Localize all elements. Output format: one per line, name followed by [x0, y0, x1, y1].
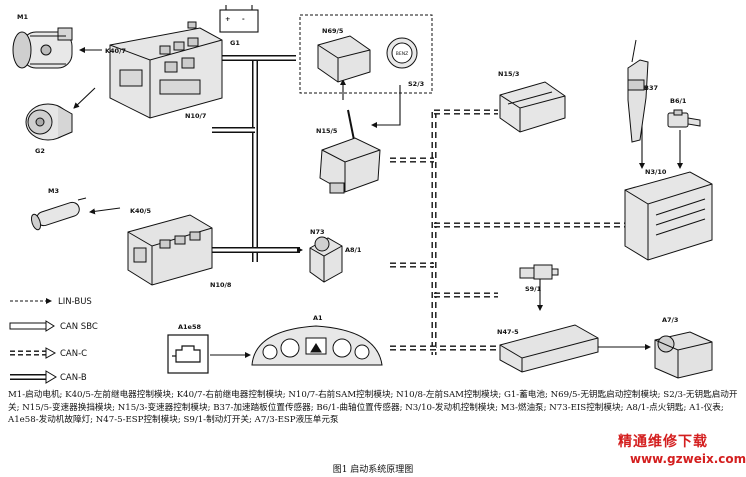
label-g1: G1	[230, 39, 240, 47]
g1-battery	[219, 5, 259, 33]
a1e58-engine-warning-lamp	[167, 334, 209, 374]
can-b-bus-lines	[212, 55, 300, 262]
label-b37: B37	[644, 84, 658, 92]
label-n3-10: N3/10	[645, 168, 667, 176]
legend-label-lin-bus: LIN-BUS	[58, 297, 92, 307]
label-n69-5: N69/5	[322, 27, 344, 35]
a1-instrument-cluster	[251, 325, 383, 366]
watermark-name: 精通维修下载	[618, 434, 708, 450]
s9-1-brake-light-switch	[519, 264, 559, 280]
label-a7-3: A7/3	[662, 316, 678, 324]
label-a1: A1	[313, 314, 323, 322]
key-logo-text: BENZ	[396, 51, 408, 57]
label-b6-1: B6/1	[670, 97, 687, 105]
label-n10-7: N10/7	[185, 112, 206, 120]
legend-lin-bus: LIN-BUS	[10, 297, 92, 307]
label-a8-1: A8/1	[345, 246, 362, 254]
legend-can-b: CAN-B	[10, 370, 87, 384]
k40-7-relay-module	[109, 21, 223, 119]
n15-3-transmission-module	[499, 81, 566, 133]
label-n47-5: N47-5	[497, 328, 519, 336]
b6-1-crankshaft-position-sensor	[667, 109, 701, 128]
legend-can-c: CAN-C	[10, 347, 87, 359]
s2-3-keyless-start-switch	[386, 37, 418, 69]
g1-plus: +	[225, 15, 230, 23]
figure-caption: M1-启动电机; K40/5-左前继电器控制模块; K40/7-右前继电器控制模…	[8, 390, 738, 426]
g1-minus: -	[242, 15, 245, 23]
n15-5-gear-shift-module	[319, 109, 381, 194]
m1-starter-motor	[12, 27, 73, 69]
label-g2: G2	[35, 147, 45, 155]
label-k40-7: K40/7	[105, 47, 126, 55]
n3-10-engine-control-module	[624, 171, 713, 261]
n47-5-esp-control-module	[499, 324, 599, 373]
label-m1: M1	[17, 13, 28, 21]
label-n15-3: N15/3	[498, 70, 519, 78]
m3-fuel-pump	[30, 197, 87, 231]
label-a1e58: A1e58	[178, 323, 201, 331]
label-k40-5: K40/5	[130, 207, 151, 215]
label-n73: N73	[310, 228, 325, 236]
label-n15-5: N15/5	[316, 127, 338, 135]
k40-5-relay-module	[127, 214, 213, 286]
n73-eis-module	[309, 236, 343, 283]
label-s9-1: S9/1	[525, 285, 542, 293]
b37-accelerator-pedal-sensor	[627, 39, 649, 143]
label-n10-8: N10/8	[210, 281, 232, 289]
n69-5-keyless-module	[317, 35, 371, 83]
legend-can-sbc: CAN SBC	[9, 320, 98, 332]
label-s2-3: S2/3	[408, 80, 424, 88]
g2-alternator	[25, 103, 73, 141]
legend: LIN-BUS CAN SBC CAN-C CAN-B	[9, 297, 98, 384]
watermark-url: www.gzweix.com	[630, 452, 746, 466]
legend-label-can-sbc: CAN SBC	[60, 322, 98, 332]
can-c-bus-lines	[390, 109, 625, 355]
a7-3-esp-hydraulic-unit	[654, 331, 713, 379]
figure-title: 图1 启动系统原理图	[332, 465, 414, 475]
legend-label-can-c: CAN-C	[60, 349, 87, 359]
label-m3: M3	[48, 187, 59, 195]
keyless-group-frame	[299, 14, 433, 94]
legend-label-can-b: CAN-B	[60, 373, 87, 383]
